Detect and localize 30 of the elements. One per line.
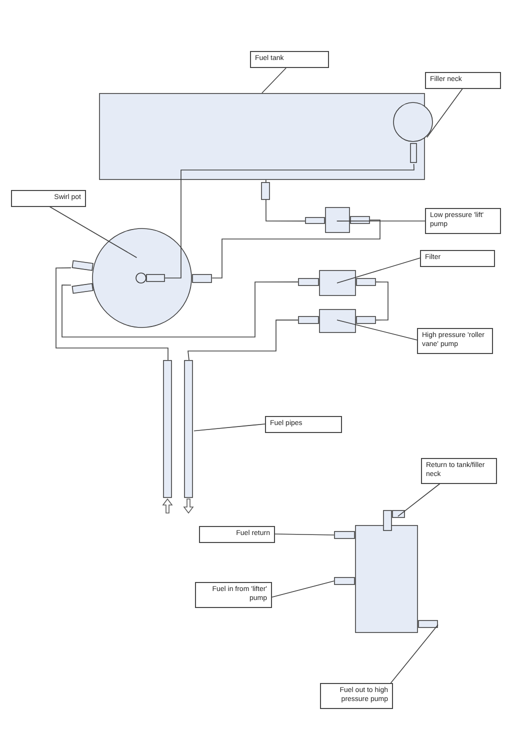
fuel-pipe-drawing (163, 360, 173, 514)
nozzle (334, 531, 355, 539)
fuel-line (62, 282, 298, 338)
leader-line (336, 220, 426, 222)
swirl-pot-drawing (70, 227, 215, 329)
leader-line (426, 88, 464, 138)
leader-line (398, 482, 442, 517)
fuel-line (212, 220, 380, 278)
swirl-pot-drawing (355, 525, 418, 633)
nozzle (383, 510, 405, 531)
leader-line (336, 258, 420, 284)
nozzle (418, 620, 438, 628)
leader-line (272, 580, 334, 598)
leader-line (390, 624, 438, 684)
filter-drawing (298, 270, 376, 296)
fuel-line (164, 164, 414, 278)
leader-line (262, 68, 286, 94)
nozzle (334, 577, 355, 585)
fuel-line (56, 267, 168, 360)
filler-neck-drawing (393, 102, 433, 164)
leader-line (336, 320, 418, 340)
pump-drawing (305, 207, 370, 233)
fuel-line (376, 282, 388, 320)
fuel-line (188, 320, 298, 360)
leader-line (48, 206, 138, 258)
pump-drawing (298, 309, 376, 333)
leader-line (194, 424, 266, 432)
fuel-line (266, 180, 306, 222)
leader-line (274, 534, 334, 536)
fuel-pipe-drawing (184, 360, 194, 514)
